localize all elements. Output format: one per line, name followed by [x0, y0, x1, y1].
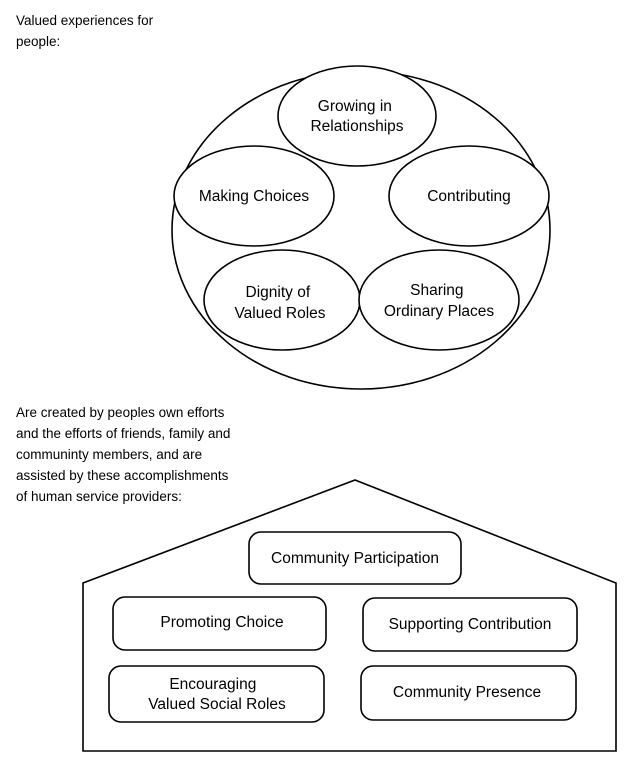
svg-text:Encouraging Valued Socia: Encouraging Valued Social Roles [148, 676, 286, 713]
svg-text:Making Choices: Making Choices [199, 188, 310, 205]
svg-text:Dignity of Valued Roles: Dignity of Valued Roles [234, 284, 325, 322]
svg-text:Community Presence: Community Presence [393, 684, 541, 701]
accomplishment-promoting-choice: Promoting Choice [112, 596, 327, 651]
middle-caption: Are created by peoples own efforts and t… [16, 405, 231, 504]
accomplishment-text-line: Promoting Choice [160, 614, 283, 631]
experience-text-line: Growing in [318, 98, 392, 115]
svg-text:Promoting Choice: Promoting Choice [160, 614, 283, 631]
accomplishment-text-line: Community Participation [271, 550, 439, 567]
experience-growing-in-relationships: Growing in Relationships [277, 65, 437, 167]
accomplishment-encouraging-valued-social-roles: Encouraging Valued Social Roles [108, 665, 325, 723]
intro-caption: Valued experiences for people: [16, 13, 154, 49]
svg-text:Sharing Ordinary Places: Sharing Ordinary Places [384, 282, 495, 320]
experience-contributing: Contributing [388, 145, 550, 247]
experience-text-line: Dignity of [246, 284, 311, 301]
experience-text-line: Relationships [310, 118, 403, 135]
experience-text-line: Making Choices [199, 188, 310, 205]
experience-text-line: Sharing [410, 282, 463, 299]
experience-sharing-ordinary-places: Sharing Ordinary Places [358, 249, 520, 351]
accomplishment-community-presence: Community Presence [360, 665, 577, 721]
experience-text-line: Valued Roles [234, 305, 325, 322]
svg-text:Community Participation: Community Participation [271, 550, 439, 567]
accomplishment-supporting-contribution: Supporting Contribution [362, 597, 578, 652]
experience-making-choices: Making Choices [173, 145, 335, 247]
experience-dignity-of-valued-roles: Dignity of Valued Roles [203, 249, 361, 351]
svg-text:Supporting Contribution: Supporting Contribution [389, 616, 552, 633]
experience-text-line: Ordinary Places [384, 303, 495, 320]
accomplishment-community-participation: Community Participation [248, 531, 462, 585]
experience-text-line: Contributing [427, 188, 511, 205]
accomplishment-text-line: Valued Social Roles [148, 696, 286, 713]
accomplishment-text-line: Encouraging [169, 676, 256, 693]
svg-text:Contributing: Contributing [427, 188, 511, 205]
accomplishment-text-line: Community Presence [393, 684, 541, 701]
house-outline [82, 479, 617, 752]
accomplishment-text-line: Supporting Contribution [389, 616, 552, 633]
svg-text:Growing in Relationships: Growing in Relationships [310, 98, 403, 135]
